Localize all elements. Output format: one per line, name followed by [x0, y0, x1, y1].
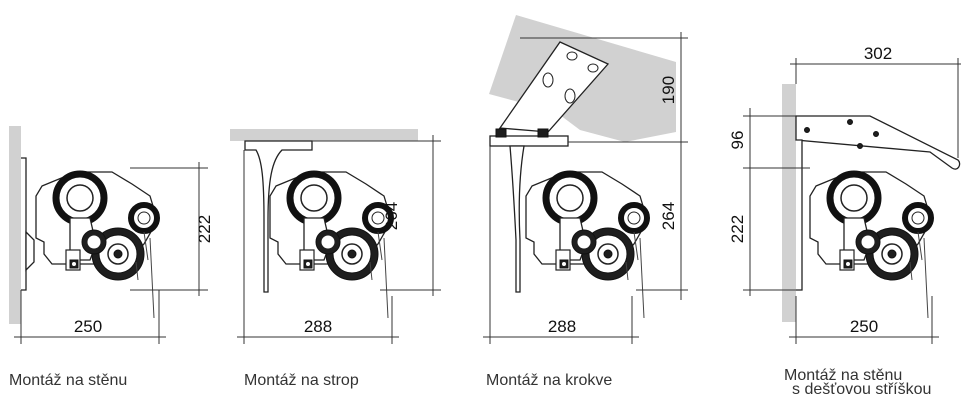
caption-wall: Montáž na stěnu — [9, 372, 128, 389]
rain-canopy — [795, 115, 961, 170]
caption-wall-canopy-line2: s dešťovou stříškou — [792, 381, 932, 398]
panel-wall: 222 250 — [9, 126, 214, 344]
dim-height: 222 — [728, 215, 747, 243]
dim-height: 222 — [195, 215, 214, 243]
wall-surface — [9, 126, 21, 324]
dim-height: 264 — [382, 202, 401, 230]
motor-unit — [36, 172, 157, 318]
ceiling-surface — [230, 129, 418, 141]
panel-rafter: 190 264 288 — [483, 15, 688, 344]
motor-unit — [270, 172, 391, 318]
ceiling-bracket — [244, 140, 313, 293]
dim-canopy: 96 — [728, 131, 747, 150]
motor-unit — [526, 172, 647, 318]
dim-top: 302 — [864, 44, 892, 63]
caption-ceiling: Montáž na strop — [244, 372, 359, 389]
panel-ceiling: 264 288 — [230, 129, 441, 344]
dim-width: 250 — [850, 317, 878, 336]
dim-width: 250 — [74, 317, 102, 336]
motor-unit — [810, 172, 931, 318]
dim-height: 264 — [659, 202, 678, 230]
panel-wall-canopy: 302 96 222 250 — [728, 44, 961, 344]
caption-rafter: Montáž na krokve — [486, 372, 613, 389]
wall-bracket — [21, 157, 27, 291]
dim-width: 288 — [548, 317, 576, 336]
dim-width: 288 — [304, 317, 332, 336]
caption-wall-canopy-line1: Montáž na stěnu — [784, 367, 903, 384]
wall-surface — [782, 84, 796, 322]
dim-top: 190 — [659, 76, 678, 104]
